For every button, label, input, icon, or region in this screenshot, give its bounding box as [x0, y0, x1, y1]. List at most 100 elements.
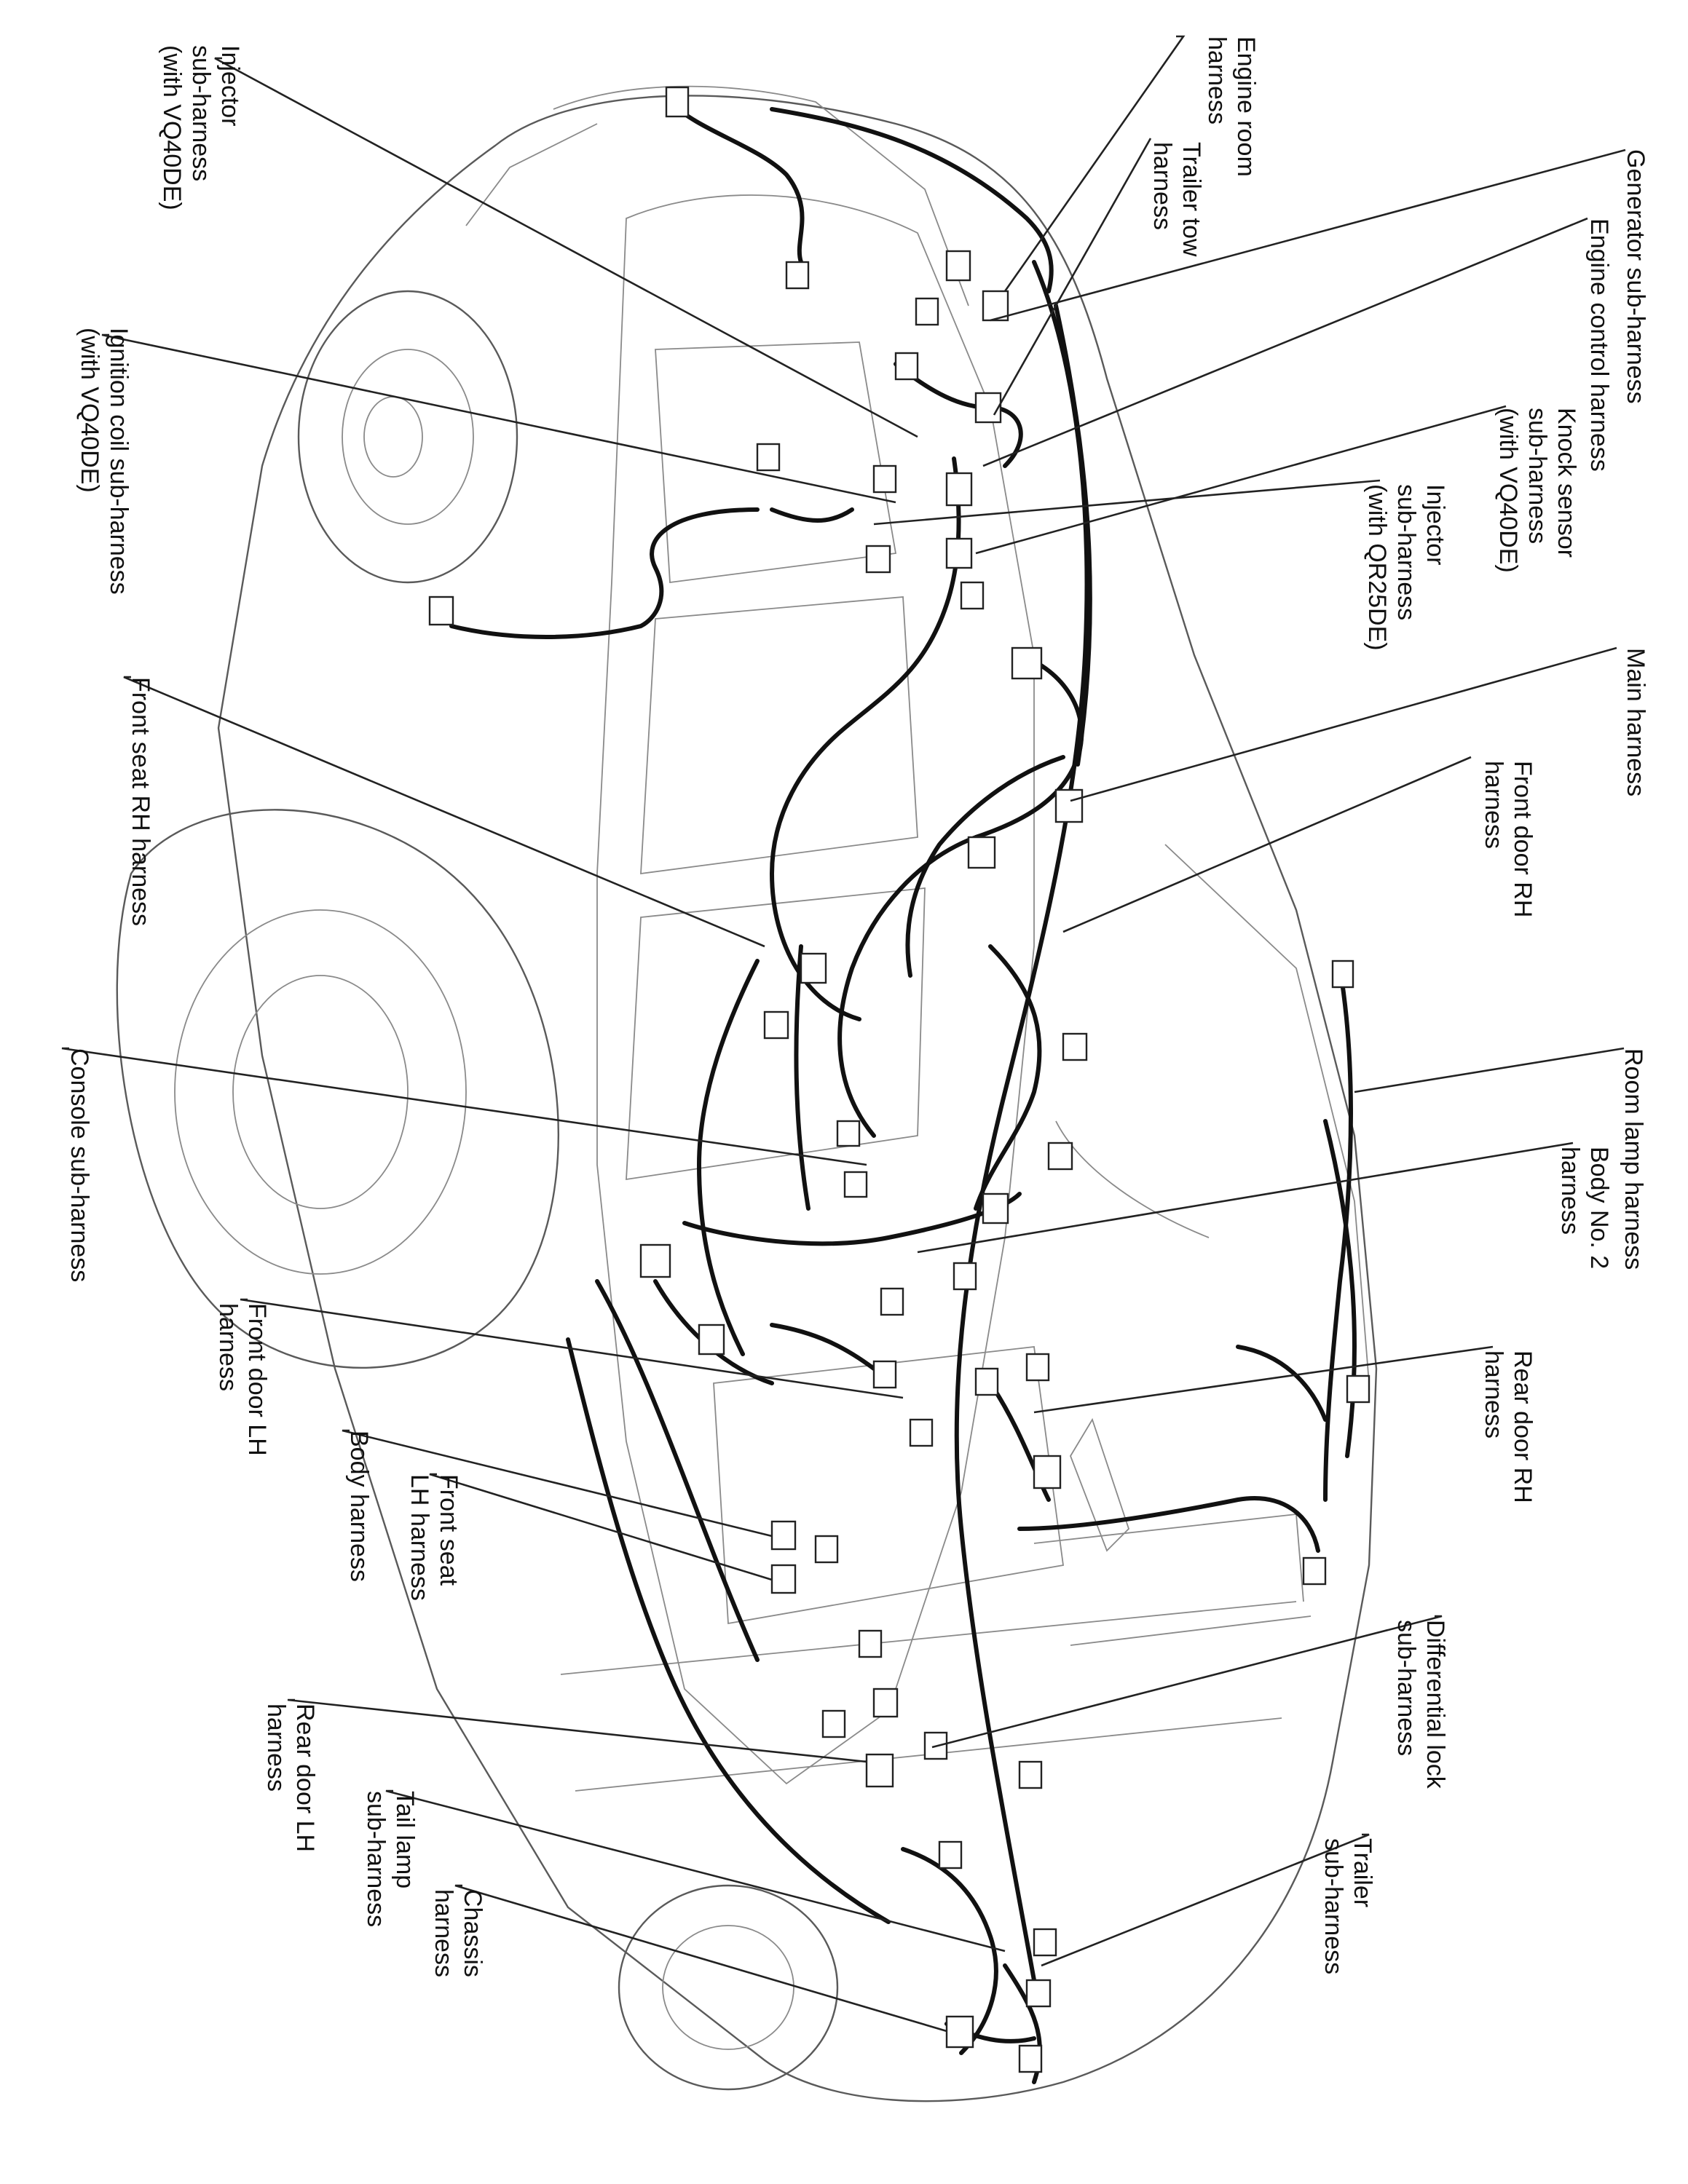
connector	[770, 1564, 797, 1594]
connector	[1062, 1032, 1088, 1061]
callout-engine-room: Engine roomharness	[1203, 36, 1260, 177]
connector	[880, 1287, 904, 1316]
callout-trailer-sub: Trailersub-harness	[1320, 1838, 1376, 1974]
connector	[770, 1520, 797, 1551]
connector	[1033, 1928, 1057, 1957]
connector	[836, 1120, 861, 1147]
callout-room-lamp: Room lamp harness	[1620, 1048, 1647, 1270]
connector	[1033, 1455, 1062, 1489]
connector	[945, 537, 973, 569]
connector	[938, 1840, 963, 1870]
connector	[821, 1709, 846, 1738]
connector	[785, 261, 810, 290]
svg-text:Chassisharness: Chassisharness	[430, 1889, 486, 1977]
connector	[843, 1171, 868, 1198]
connector	[1025, 1979, 1052, 2008]
callout-front-seat-rh: Front seat RH harness	[127, 677, 154, 926]
leader-lines	[61, 35, 1626, 2033]
svg-text:Front door RHharness: Front door RHharness	[1480, 761, 1537, 917]
svg-text:Front door LHharness: Front door LHharness	[214, 1303, 271, 1456]
callout-ignition-coil: Ignition coil sub-harness(with VQ40DE)	[76, 328, 133, 595]
connector	[665, 86, 690, 118]
connector	[639, 1243, 671, 1278]
connector	[974, 1367, 999, 1396]
connector	[872, 1688, 899, 1718]
connector	[858, 1629, 883, 1658]
callout-knock-sensor: Knock sensorsub-harness(with VQ40DE)	[1494, 408, 1580, 573]
connector	[974, 392, 1002, 424]
connector	[915, 297, 939, 326]
callout-rear-door-rh: Rear door RHharness	[1480, 1350, 1537, 1503]
callout-chassis: Chassisharness	[430, 1889, 486, 1977]
harness-wiring	[449, 100, 1357, 2084]
connector	[953, 1262, 977, 1291]
connector	[945, 250, 971, 282]
callout-trailer-tow: Trailer towharness	[1148, 142, 1205, 257]
svg-text:Main harness: Main harness	[1622, 648, 1649, 796]
callout-tail-lamp: Tail lampsub-harness	[362, 1791, 419, 1927]
callout-body: Body harness	[345, 1431, 373, 1582]
callout-generator-sub: Generator sub-harness	[1622, 149, 1649, 404]
callout-console-sub: Console sub-harness	[66, 1048, 93, 1282]
svg-text:Trailersub-harness: Trailersub-harness	[1320, 1838, 1376, 1974]
connector	[909, 1418, 934, 1447]
connector	[1047, 1142, 1073, 1171]
connector	[1331, 960, 1354, 989]
connector	[872, 464, 897, 494]
connector	[982, 1192, 1009, 1224]
svg-text:Differential locksub-harness: Differential locksub-harness	[1392, 1620, 1449, 1789]
connector	[1346, 1374, 1370, 1404]
connector	[814, 1535, 839, 1564]
callout-main: Main harness	[1622, 648, 1649, 796]
connector	[1018, 2044, 1043, 2073]
callout-differential-lock: Differential locksub-harness	[1392, 1620, 1449, 1789]
connector	[1302, 1556, 1327, 1586]
callout-engine-control: Engine control harness	[1585, 218, 1613, 472]
connector	[945, 2015, 974, 2049]
connector	[865, 545, 891, 574]
svg-text:Console sub-harness: Console sub-harness	[66, 1048, 93, 1282]
svg-text:Generator sub-harness: Generator sub-harness	[1622, 149, 1649, 404]
connector	[1018, 1760, 1043, 1789]
connector	[865, 1753, 894, 1788]
connector	[698, 1324, 725, 1356]
connector	[1054, 788, 1084, 823]
svg-text:Room lamp harness: Room lamp harness	[1620, 1048, 1647, 1270]
connector	[756, 443, 781, 472]
connector	[1025, 1353, 1050, 1382]
svg-text:Front seatLH harness: Front seatLH harness	[406, 1474, 462, 1601]
connector	[872, 1360, 897, 1389]
connector	[960, 581, 985, 610]
svg-text:Rear door LHharness: Rear door LHharness	[262, 1704, 319, 1852]
svg-text:Ignition coil sub-harness(with: Ignition coil sub-harness(with VQ40DE)	[76, 328, 133, 595]
svg-text:Front seat RH harness: Front seat RH harness	[127, 677, 154, 926]
vehicle-outline	[116, 85, 1378, 2102]
svg-text:Injectorsub-harness(with QR25D: Injectorsub-harness(with QR25DE)	[1363, 484, 1449, 651]
svg-text:Rear door RHharness: Rear door RHharness	[1480, 1350, 1537, 1503]
svg-text:Tail lampsub-harness: Tail lampsub-harness	[362, 1791, 419, 1927]
svg-text:Body harness: Body harness	[345, 1431, 373, 1582]
connector	[945, 472, 973, 507]
connector	[800, 952, 827, 984]
svg-text:Engine roomharness: Engine roomharness	[1203, 36, 1260, 177]
svg-text:Body No. 2harness: Body No. 2harness	[1556, 1147, 1613, 1269]
connector	[967, 836, 996, 869]
callout-front-door-rh: Front door RHharness	[1480, 761, 1537, 917]
callout-injector-qr25: Injectorsub-harness(with QR25DE)	[1363, 484, 1449, 651]
connector	[428, 596, 454, 626]
svg-text:Trailer towharness: Trailer towharness	[1148, 142, 1205, 257]
connector	[982, 290, 1009, 322]
connectors	[428, 86, 1370, 2073]
callout-rear-door-lh: Rear door LHharness	[262, 1704, 319, 1852]
svg-text:Engine control harness: Engine control harness	[1585, 218, 1613, 472]
callout-front-seat-lh: Front seatLH harness	[406, 1474, 462, 1601]
connector	[1011, 646, 1043, 680]
callout-injector-vq40: Injectorsub-harness(with VQ40DE)	[158, 45, 244, 210]
callout-body-no2: Body No. 2harness	[1556, 1147, 1613, 1269]
connector	[763, 1010, 789, 1040]
svg-text:Knock sensorsub-harness(with V: Knock sensorsub-harness(with VQ40DE)	[1494, 408, 1580, 573]
callout-front-door-lh: Front door LHharness	[214, 1303, 271, 1456]
svg-text:Injectorsub-harness(with VQ40D: Injectorsub-harness(with VQ40DE)	[158, 45, 244, 210]
connector	[894, 352, 919, 381]
